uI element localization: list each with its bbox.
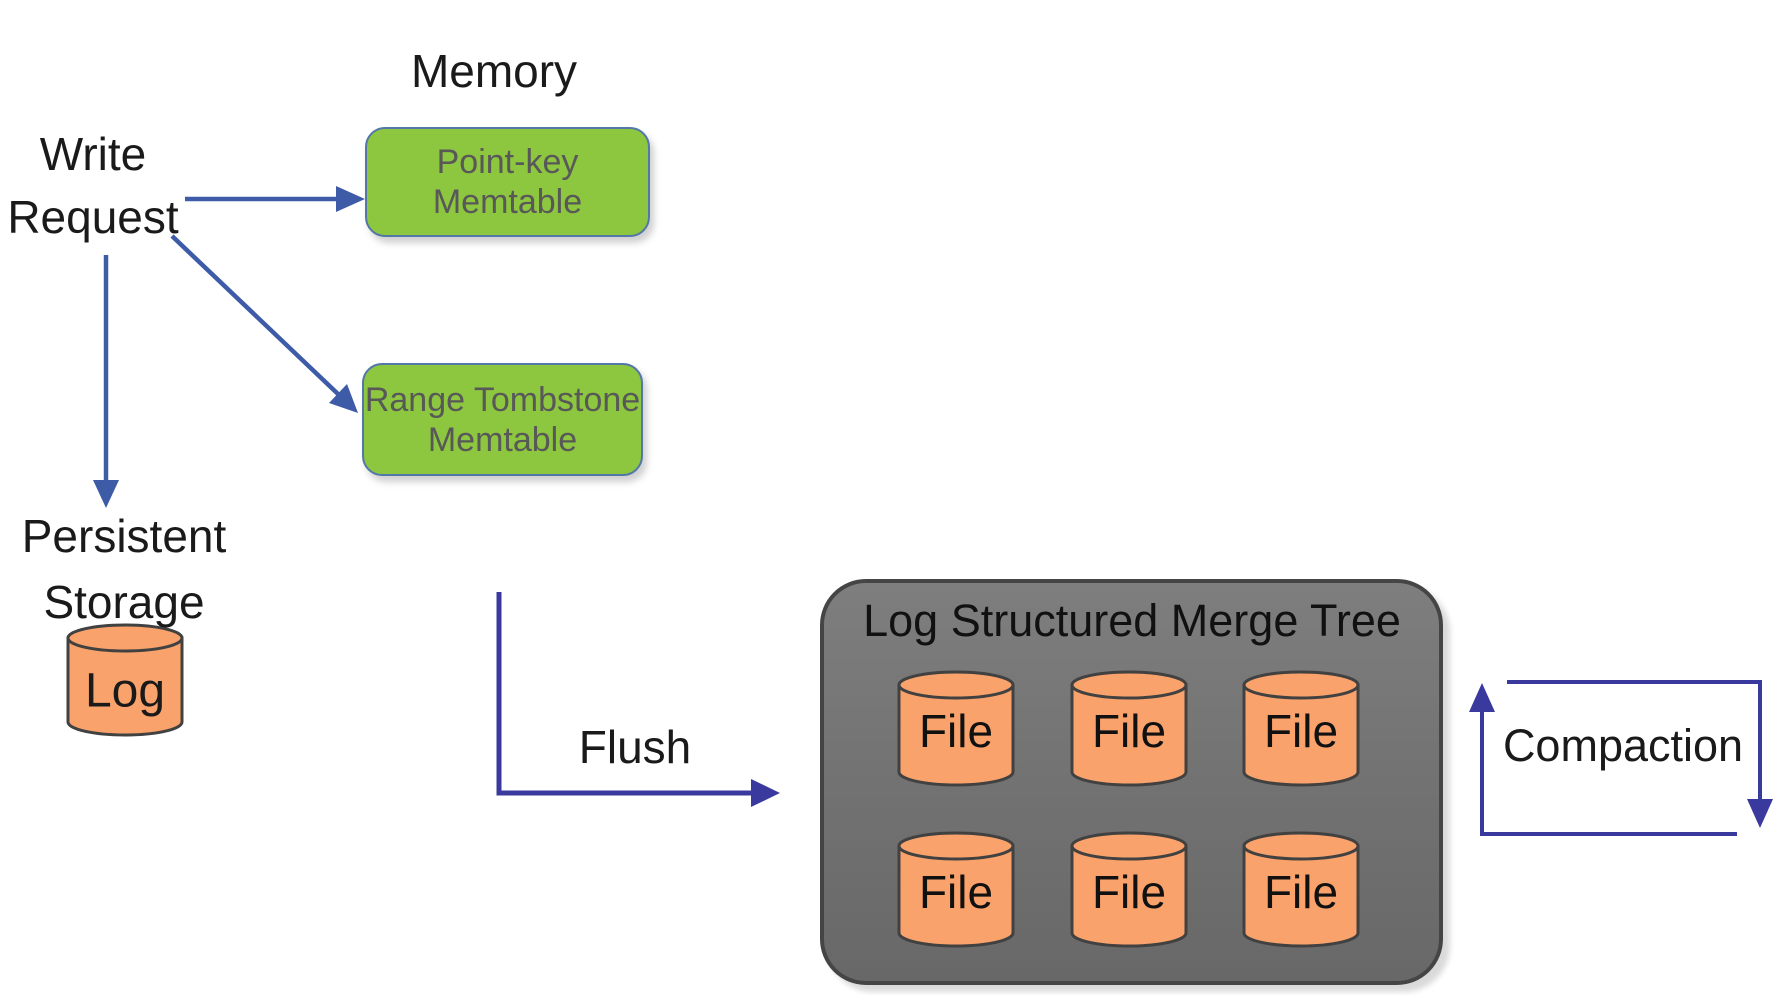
file-label-1: File [918, 705, 994, 757]
point-key-memtable-label: Point-key Memtable [433, 142, 582, 222]
file-label-2: File [1091, 705, 1167, 757]
range-tombstone-memtable-label-line1: Range Tombstone [364, 380, 641, 419]
file-label-6: File [1263, 866, 1339, 918]
point-key-memtable-label-line1: Point-key [436, 143, 579, 181]
write-request-label-line1: Write [39, 128, 147, 180]
lsm-tree-title: Log Structured Merge Tree [863, 595, 1401, 646]
range-tombstone-memtable-label: Range Tombstone Memtable [365, 380, 640, 460]
compaction-label: Compaction [1502, 720, 1744, 771]
persistent-storage-label-line2: Storage [43, 576, 205, 628]
point-key-memtable-box: Point-key Memtable [365, 127, 650, 237]
flush-arrow [496, 592, 780, 807]
flush-label: Flush [578, 721, 692, 773]
write-request-label-line2: Request [7, 191, 179, 243]
file-label-5: File [1091, 866, 1167, 918]
persistent-storage-label: Persistent Storage [22, 503, 227, 635]
memory-title: Memory [410, 45, 578, 97]
file-label-3: File [1263, 705, 1339, 757]
range-tombstone-memtable-label-line2: Memtable [427, 420, 578, 459]
file-label-4: File [918, 866, 994, 918]
write-to-persistent-storage-arrow [93, 255, 119, 508]
write-to-range-tombstone-arrow [170, 234, 358, 413]
write-request-label: Write Request [7, 123, 178, 249]
point-key-memtable-label-line2: Memtable [432, 183, 583, 221]
range-tombstone-memtable-box: Range Tombstone Memtable [362, 363, 643, 476]
write-to-pointkey-arrow [185, 186, 365, 212]
log-cylinder-label: Log [84, 664, 166, 718]
persistent-storage-label-line1: Persistent [21, 510, 227, 562]
